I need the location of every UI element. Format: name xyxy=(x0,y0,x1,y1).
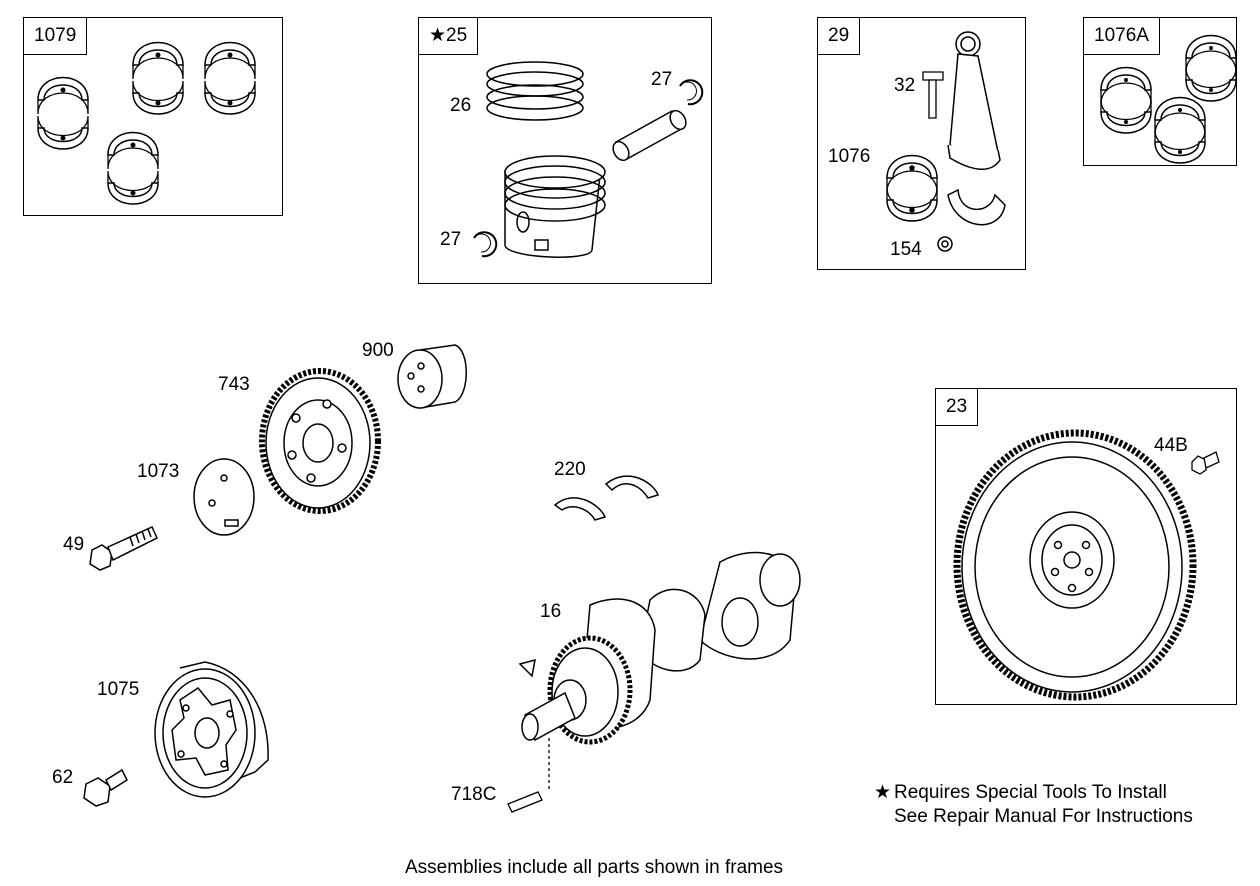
callout-220: 220 xyxy=(554,459,586,480)
frame-label-1079: 1079 xyxy=(24,18,88,55)
dowel-pin-718c xyxy=(508,738,549,812)
bolt-62 xyxy=(84,770,127,806)
thrust-washers-220 xyxy=(555,476,658,520)
callout-743: 743 xyxy=(218,374,250,395)
star-icon: ★ xyxy=(429,25,447,46)
frame-label-29: 29 xyxy=(818,18,861,55)
callout-718c: 718C xyxy=(451,784,497,805)
callout-62: 62 xyxy=(52,767,74,788)
frame-label-25-number: 25 xyxy=(446,25,468,46)
main-bearing-shells-1079 xyxy=(37,41,256,205)
callout-1073: 1073 xyxy=(137,461,180,482)
pulley-1075 xyxy=(155,662,268,797)
bushing-900 xyxy=(398,345,466,408)
note-line-1: ★Requires Special Tools To Install xyxy=(874,781,1193,805)
note-line-1-text: Requires Special Tools To Install xyxy=(894,782,1167,803)
plate-1073 xyxy=(194,459,254,535)
callout-1076: 1076 xyxy=(828,146,871,167)
piston-pin xyxy=(610,108,689,163)
callout-44b: 44B xyxy=(1154,435,1188,456)
rod-bolt xyxy=(923,72,943,118)
callout-49: 49 xyxy=(63,534,85,555)
crankshaft-16 xyxy=(520,553,800,742)
note-line-2-text: See Repair Manual For Instructions xyxy=(894,806,1193,827)
rod-cap-and-bearing xyxy=(886,154,1005,252)
piston-rings xyxy=(487,62,583,120)
star-icon: ★ xyxy=(874,782,892,803)
frame-label-1076a: 1076A xyxy=(1084,18,1160,55)
callout-1075: 1075 xyxy=(97,679,140,700)
cam-gear-743 xyxy=(262,371,378,511)
piston-body xyxy=(505,156,605,257)
callout-16: 16 xyxy=(540,601,562,622)
callout-27-bottom: 27 xyxy=(440,229,462,250)
footer-note: Assemblies include all parts shown in fr… xyxy=(405,857,784,878)
callout-154: 154 xyxy=(890,239,922,260)
connecting-rod xyxy=(948,32,1000,169)
frame-label-25: ★25 xyxy=(419,18,479,55)
frame-label-23: 23 xyxy=(936,389,979,426)
callout-27-top: 27 xyxy=(651,69,673,90)
special-tools-note: ★Requires Special Tools To Install See R… xyxy=(874,781,1193,829)
callout-32: 32 xyxy=(894,75,916,96)
flywheel-bolt-44b xyxy=(1192,452,1219,474)
bolt-49 xyxy=(90,527,157,570)
note-line-2: See Repair Manual For Instructions xyxy=(874,805,1193,829)
rod-bearing-shells-1076a xyxy=(1100,34,1237,164)
callout-26: 26 xyxy=(450,95,472,116)
flywheel-23 xyxy=(957,433,1193,697)
callout-900: 900 xyxy=(362,340,394,361)
